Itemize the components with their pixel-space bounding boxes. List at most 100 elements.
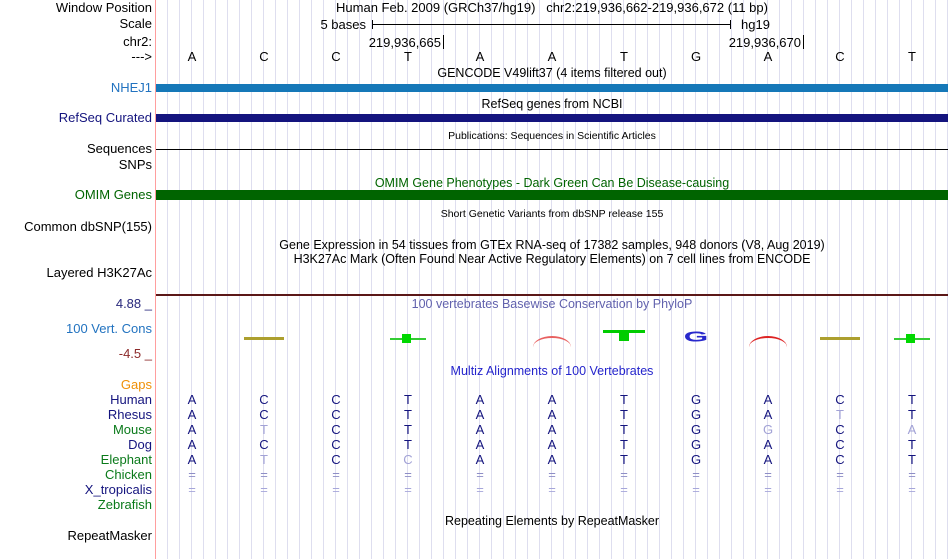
alignment-base: A [187, 392, 197, 407]
ruler-base: T [620, 49, 628, 64]
alignment-base: = [404, 467, 412, 482]
alignment-base: T [404, 407, 412, 422]
species-label-gaps[interactable]: Gaps [120, 377, 152, 392]
alignment-base: A [763, 407, 773, 422]
track-title-multiz[interactable]: Multiz Alignments of 100 Vertebrates [450, 364, 654, 378]
track-title-repeatmasker[interactable]: Repeating Elements by RepeatMasker [444, 514, 659, 528]
alignment-base: G [690, 422, 702, 437]
alignment-base: = [764, 467, 772, 482]
alignment-base: C [331, 437, 341, 452]
alignment-base: = [260, 482, 268, 497]
species-label-x_tropicalis[interactable]: X_tropicalis [84, 482, 152, 497]
scale-label: Scale [119, 16, 152, 31]
alignment-base: = [260, 467, 268, 482]
gene-bar-refseq[interactable] [156, 114, 948, 122]
track-title-omim[interactable]: OMIM Gene Phenotypes - Dark Green Can Be… [374, 176, 730, 190]
species-label-chicken[interactable]: Chicken [105, 467, 152, 482]
alignment-base: A [475, 452, 485, 467]
track-label-sequences[interactable]: Sequences [86, 141, 152, 156]
alignment-base: A [475, 407, 485, 422]
alignment-base: = [404, 482, 412, 497]
alignment-base: = [692, 482, 700, 497]
track-title-gencode[interactable]: GENCODE V49lift37 (4 items filtered out) [437, 66, 667, 80]
phylop-min-label: -4.5 _ [118, 346, 152, 361]
species-label-dog[interactable]: Dog [128, 437, 152, 452]
phylop-mark-dash-square [876, 328, 948, 346]
phylop-top-line [156, 294, 948, 296]
alignment-base: T [620, 437, 628, 452]
track-label-common-dbsnp[interactable]: Common dbSNP(155) [24, 219, 152, 234]
gene-bar-omim[interactable] [156, 190, 948, 200]
sequences-track-line[interactable] [156, 149, 948, 150]
gene-bar-nhej1[interactable] [156, 84, 948, 92]
phylop-mark-tee [588, 328, 660, 346]
species-label-zebrafish[interactable]: Zebrafish [97, 497, 152, 512]
alignment-base: C [835, 437, 845, 452]
track-title-phylop[interactable]: 100 vertebrates Basewise Conservation by… [411, 297, 693, 311]
left-guide-line [155, 0, 156, 559]
alignment-base: = [332, 467, 340, 482]
assembly-label: hg19 [741, 17, 770, 32]
species-label-mouse[interactable]: Mouse [112, 422, 152, 437]
track-label-nhej1[interactable]: NHEJ1 [110, 80, 152, 95]
ruler-base: C [331, 49, 341, 64]
scale-value: 5 bases [320, 17, 366, 32]
alignment-base: C [259, 392, 269, 407]
alignment-base: A [763, 437, 773, 452]
track-label-snps[interactable]: SNPs [118, 157, 152, 172]
chrom-label: chr2: [123, 34, 152, 49]
species-label-rhesus[interactable]: Rhesus [107, 407, 152, 422]
track-title-h3k27ac[interactable]: H3K27Ac Mark (Often Found Near Active Re… [293, 252, 811, 266]
alignment-base: = [908, 482, 916, 497]
alignment-base: T [908, 437, 916, 452]
alignment-base: A [475, 437, 485, 452]
alignment-base: = [836, 482, 844, 497]
alignment-base: T [620, 452, 628, 467]
alignment-base: T [908, 407, 916, 422]
track-label-refseq-curated[interactable]: RefSeq Curated [58, 110, 152, 125]
alignment-base: = [908, 467, 916, 482]
alignment-base: A [547, 437, 557, 452]
track-label-repeatmasker[interactable]: RepeatMasker [67, 528, 152, 543]
alignment-base: = [692, 467, 700, 482]
alignment-base: T [908, 392, 916, 407]
alignment-base: = [548, 467, 556, 482]
species-label-elephant[interactable]: Elephant [100, 452, 152, 467]
alignment-base: = [620, 482, 628, 497]
track-title-refseq[interactable]: RefSeq genes from NCBI [481, 97, 623, 111]
ruler-base: A [547, 49, 557, 64]
alignment-base: T [620, 407, 628, 422]
track-label-100-vert-cons[interactable]: 100 Vert. Cons [66, 321, 152, 336]
scale-bar-left-tick [372, 20, 373, 29]
alignment-row-chicken: =========== [156, 468, 948, 482]
track-label-omim-genes[interactable]: OMIM Genes [74, 187, 152, 202]
window-position-label: Window Position [55, 0, 152, 15]
alignment-base: C [331, 392, 341, 407]
track-label-layered-h3k27ac[interactable]: Layered H3K27Ac [46, 265, 152, 280]
alignment-base: T [404, 437, 412, 452]
phylop-mark-dash-square [372, 328, 444, 346]
alignment-base: C [835, 452, 845, 467]
position-tick-right [803, 35, 804, 49]
track-title-dbsnp[interactable]: Short Genetic Variants from dbSNP releas… [440, 208, 664, 220]
ruler-base: A [187, 49, 197, 64]
alignment-base: T [836, 407, 844, 422]
alignment-base: A [187, 407, 197, 422]
track-title-publications[interactable]: Publications: Sequences in Scientific Ar… [448, 130, 656, 142]
alignment-base: A [187, 452, 197, 467]
species-label-human[interactable]: Human [110, 392, 152, 407]
base-gridlines [156, 0, 948, 559]
alignment-base: C [835, 392, 845, 407]
alignment-base: A [547, 452, 557, 467]
alignment-base: T [908, 452, 916, 467]
alignment-base: = [548, 482, 556, 497]
alignment-base: T [260, 422, 268, 437]
alignment-base: = [764, 482, 772, 497]
position-tick-left-label: 219,936,665 [368, 35, 441, 50]
track-title-gtex[interactable]: Gene Expression in 54 tissues from GTEx … [279, 238, 825, 252]
